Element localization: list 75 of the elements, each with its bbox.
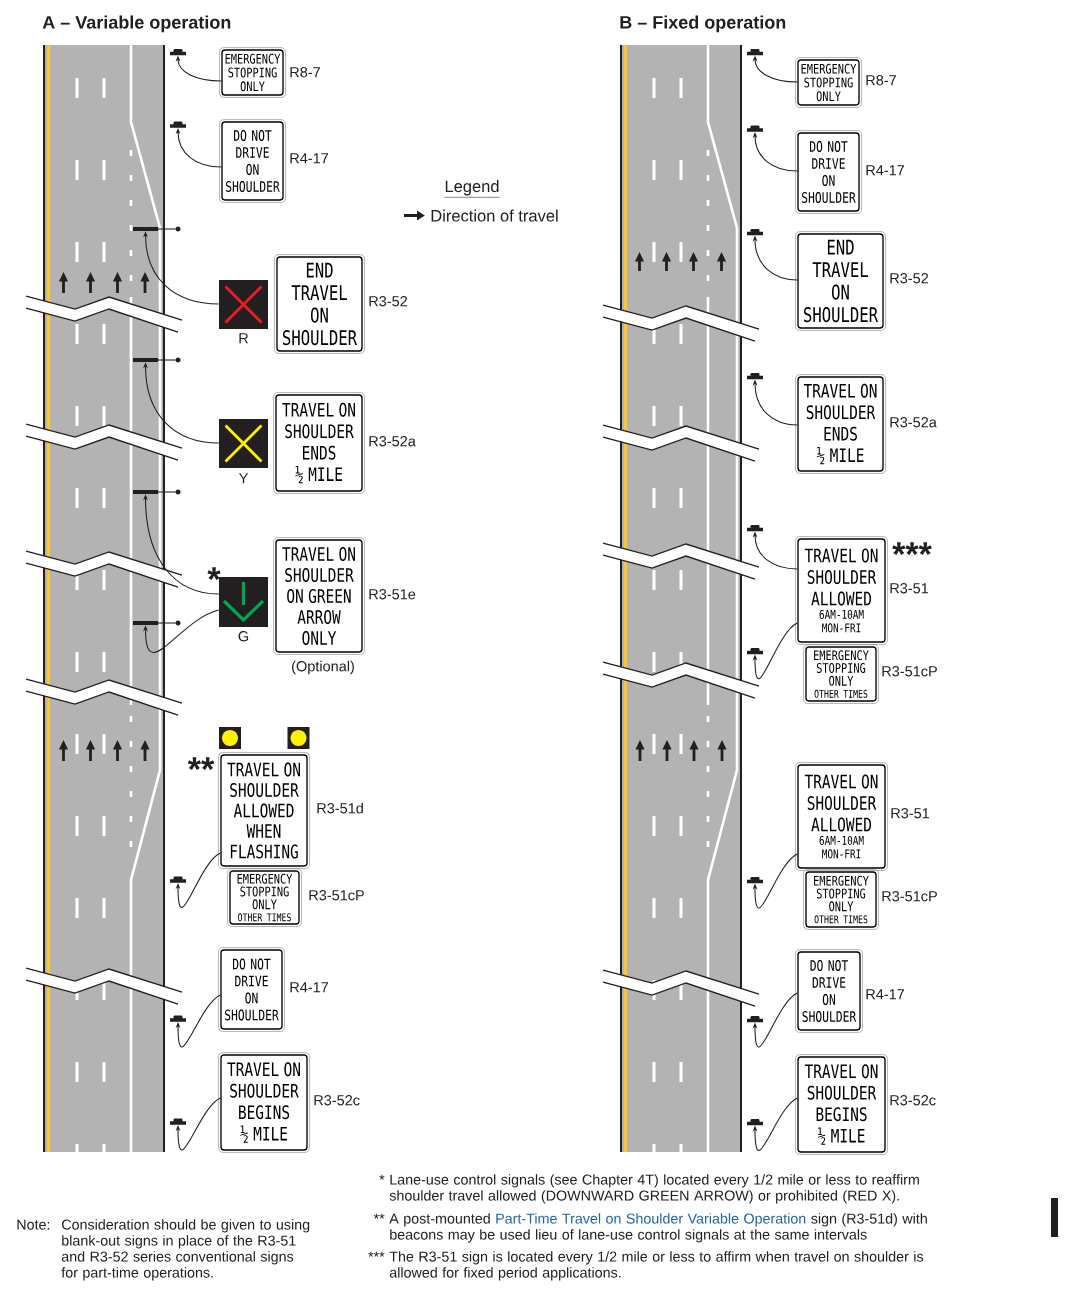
legend-text: Direction of travel — [431, 209, 558, 222]
leader-line — [143, 609, 220, 653]
sign-code: R8-7 — [290, 67, 320, 78]
sign-code: R3-52a — [369, 436, 416, 447]
gantry-symbol — [133, 620, 181, 626]
sign-caption: G — [238, 631, 249, 642]
lane-control-signal — [219, 577, 268, 627]
road-sign: EMERGENCY STOPPING ONLY — [795, 57, 862, 108]
road-sign: TRAVEL ON SHOULDER ALLOWED 6AM-10AM MON-FRI — [795, 536, 888, 645]
leader-line — [175, 994, 221, 1048]
sign-code: R3-52c — [314, 1095, 360, 1106]
road-sign: TRAVEL ON SHOULDER ALLOWED WHEN FLASHING — [218, 752, 310, 869]
road-sign: EMERGENCY STOPPING ONLY OTHER TIMES — [803, 644, 879, 704]
road-sign: END TRAVEL ON SHOULDER — [274, 254, 365, 354]
road-sign: TRAVEL ON SHOULDER BEGINS ½ MILE — [795, 1054, 888, 1155]
sign-code: R3-51d — [317, 802, 363, 814]
road-sign: EMERGENCY STOPPING ONLY OTHER TIMES — [803, 869, 879, 930]
sign-code: R4-17 — [866, 165, 905, 176]
road-sign: EMERGENCY STOPPING ONLY OTHER TIMES — [227, 868, 302, 927]
leader-line — [752, 622, 798, 680]
gantry-symbol — [133, 357, 181, 363]
footnote-text: Lane-use control signals (see Chapter 4T) located every 1/2 mile or less to reaffirm shoulder travel allowed (DOWNWARD GREEN ARROW) or prohibited (RED X). — [389, 1174, 919, 1204]
road-sign: DO NOT DRIVE ON SHOULDER — [218, 947, 285, 1032]
footnote-mark: *** — [892, 542, 932, 555]
sign-code: R3-51 — [890, 583, 929, 594]
footnote-text: A post-mounted Part-Time Travel on Shoulder Variable Operation sign (R3-51d) with beacons may be used lieu of lane-use control signals at the same intervals — [389, 1213, 927, 1243]
sign-caption: R — [239, 333, 249, 344]
panel-heading: B – Fixed operation — [620, 15, 786, 33]
road-sign: DO NOT DRIVE ON SHOULDER — [219, 119, 286, 203]
sign-code: R3-51e — [369, 589, 416, 600]
leader-line — [175, 1097, 221, 1151]
road-sign: DO NOT DRIVE ON SHOULDER — [795, 130, 862, 214]
leader-line — [175, 128, 222, 168]
sign-code: R4-17 — [290, 982, 329, 993]
sign-code: R4-17 — [290, 153, 329, 164]
leader-line — [175, 852, 221, 908]
sign-code: R3-52c — [890, 1095, 936, 1106]
leader-line — [752, 132, 798, 172]
road-sign: TRAVEL ON SHOULDER ENDS ½ MILE — [795, 374, 886, 474]
note-label: Note: — [17, 1219, 50, 1230]
sign-code: R3-51 — [891, 808, 930, 819]
sign-code: R3-52 — [890, 273, 929, 284]
footnote-mark: ** — [187, 757, 215, 770]
footnote-mark: * — [379, 1174, 385, 1180]
road-sign: END TRAVEL ON SHOULDER — [795, 231, 886, 331]
footnote-text: The R3-51 sign is located every 1/2 mile or less to affirm when travel on shoulder is allowed for fixed period applications. — [389, 1251, 924, 1281]
panel-heading: A – Variable operation — [42, 15, 231, 33]
note-text: Consideration should be given to using blank-out signs in place of the R3-51 and R3-52 series conventional signs for part-time operations. — [61, 1219, 310, 1281]
footnote-mark: ** — [373, 1213, 385, 1219]
road-sign: DO NOT DRIVE ON SHOULDER — [795, 949, 863, 1033]
leader-line — [752, 1097, 798, 1151]
leader-line — [752, 853, 798, 909]
leader-line — [752, 992, 798, 1048]
road-sign: TRAVEL ON SHOULDER ON GREEN ARROW ONLY — [273, 537, 365, 655]
footnote-mark: *** — [368, 1251, 385, 1257]
sign-code: R3-51cP — [882, 666, 937, 677]
sign-caption: (Optional) — [292, 660, 354, 675]
road-sign: TRAVEL ON SHOULDER ENDS ½ MILE — [273, 392, 365, 494]
link: Part-Time Travel on Shoulder Variable Operation — [496, 1213, 806, 1227]
lane-control-signal — [219, 419, 268, 468]
gantry-symbol — [133, 226, 181, 232]
sign-code: R3-51cP — [309, 890, 364, 901]
road-sign: TRAVEL ON SHOULDER ALLOWED 6AM-10AM MON-FRI — [795, 762, 888, 871]
sign-code: R3-52a — [890, 417, 937, 428]
gantry-symbol — [133, 489, 181, 495]
road-sign: EMERGENCY STOPPING ONLY — [219, 47, 286, 98]
road-sign: TRAVEL ON SHOULDER BEGINS ½ MILE — [218, 1052, 310, 1153]
footnote-mark: * — [207, 567, 221, 580]
sign-code: R3-52 — [369, 296, 408, 307]
lane-control-signal — [219, 280, 268, 329]
sign-code: R3-51cP — [882, 891, 937, 902]
sign-code: R8-7 — [866, 75, 896, 86]
sign-code: R4-17 — [866, 989, 905, 1000]
legend-title: Legend — [444, 180, 500, 198]
sign-caption: Y — [239, 473, 249, 484]
